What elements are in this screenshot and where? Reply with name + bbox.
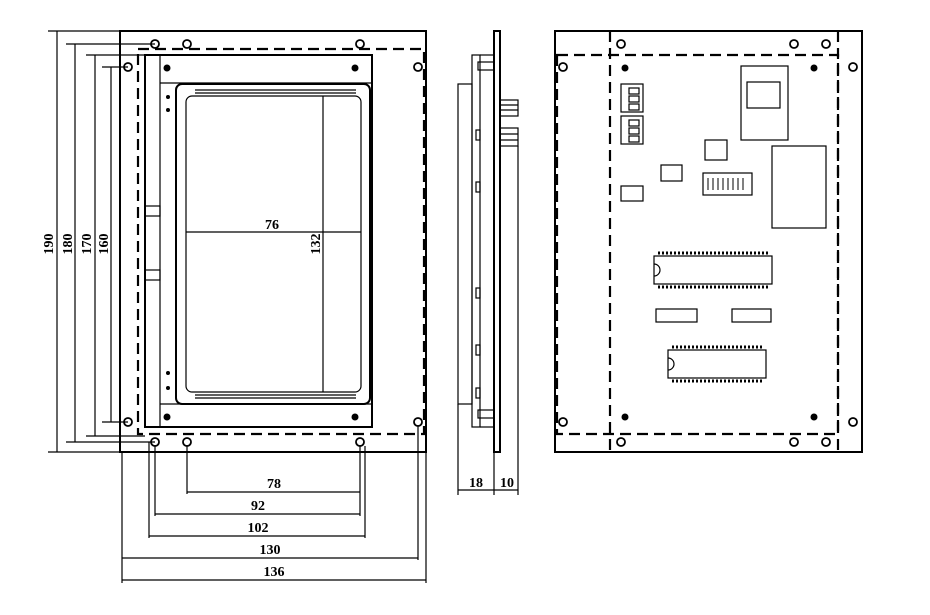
dim-width-102: 102	[248, 521, 269, 536]
dim-height-160: 160	[97, 234, 112, 255]
side-view: 18 10	[457, 30, 519, 495]
terminal-block-1	[620, 83, 644, 113]
front-outer-outline	[119, 30, 427, 453]
module-top	[740, 65, 789, 141]
dim-width-136: 136	[264, 565, 285, 580]
display-window-frame	[175, 83, 371, 405]
ic-chip-small-1	[655, 308, 698, 323]
terminal-block-2	[620, 115, 644, 145]
front-dashed-outline	[136, 47, 426, 436]
side-bracket	[471, 54, 481, 428]
dim-height-170: 170	[80, 234, 95, 255]
dim-width-92: 92	[251, 499, 265, 514]
dim-width-130: 130	[260, 543, 281, 558]
front-view: 190 180 170 160 76 132 78 92 102 130 136	[42, 30, 427, 583]
side-display	[457, 83, 473, 405]
ic-chip-1	[653, 255, 773, 285]
side-board	[493, 30, 501, 453]
ic-chip-2	[667, 349, 767, 379]
dim-display-height-132: 132	[309, 234, 324, 255]
dip-switch	[702, 172, 753, 196]
small-chip	[704, 139, 728, 161]
large-component	[771, 145, 827, 229]
dim-height-190: 190	[42, 234, 57, 255]
dim-display-width-76: 76	[265, 218, 279, 233]
dim-width-78: 78	[267, 477, 281, 492]
front-bracket-plate	[144, 54, 373, 428]
dim-depth-18: 18	[469, 476, 483, 491]
rear-outer-outline	[554, 30, 863, 453]
dim-depth-10: 10	[500, 476, 514, 491]
dim-height-180: 180	[61, 234, 76, 255]
rear-view	[554, 30, 863, 453]
ic-chip-small-2	[731, 308, 772, 323]
display-window	[185, 95, 362, 393]
rear-dashed-outline	[555, 53, 840, 436]
